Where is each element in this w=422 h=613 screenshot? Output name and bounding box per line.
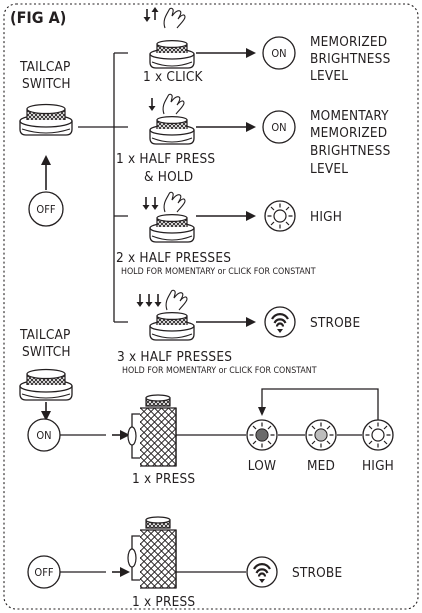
mode-3-note: HOLD FOR MOMENTARY or CLICK FOR CONSTANT [121, 267, 316, 277]
switch-button-icon [149, 311, 195, 341]
level-high-label: HIGH [362, 458, 394, 474]
mode-2-action-line2: & HOLD [144, 169, 193, 185]
strobe-icon [245, 555, 279, 589]
strobe-label: STROBE [292, 565, 342, 581]
on-state-label: ON [36, 429, 51, 442]
mode-2-action: 1 x HALF PRESS [116, 151, 215, 167]
switch-button-icon [149, 213, 195, 243]
branch-ticks [114, 52, 128, 323]
mode-1-result-line2: BRIGHTNESS [310, 51, 391, 67]
mode-1: ON 1 x CLICK MEMORIZED BRIGHTNESS LEVEL [143, 7, 391, 85]
on-icon [262, 110, 296, 144]
mode-2: ON 1 x HALF PRESS & HOLD MOMENTARY MEMOR… [116, 93, 391, 185]
flashlight-side-switch-icon [127, 516, 177, 589]
mode-2-result-line2: MEMORIZED [310, 125, 387, 141]
mode-2-result-line4: LEVEL [310, 161, 348, 177]
mode-2-result-line3: BRIGHTNESS [310, 143, 391, 159]
sun-icon [264, 200, 296, 232]
mode-4: STROBE 3 x HALF PRESSES HOLD FOR MOMENTA… [117, 289, 360, 376]
switch-button-icon [149, 39, 195, 69]
mode-3: HIGH 2 x HALF PRESSES HOLD FOR MOMENTARY… [116, 191, 342, 277]
on-icon [262, 36, 296, 70]
tailcap-label-line1-bottom: TAILCAP [19, 327, 71, 343]
side-press-label-2: 1 x PRESS [132, 594, 195, 610]
level-high-icon [362, 419, 394, 451]
mode-1-result-line1: MEMORIZED [310, 34, 387, 50]
down-arrow-icon [141, 196, 151, 211]
tailcap-switch-icon [19, 103, 73, 136]
svg-text:ON: ON [271, 47, 286, 60]
down-arrow-icon [147, 97, 157, 112]
tailcap-label-line2-bottom: SWITCH [22, 344, 71, 360]
svg-text:ON: ON [271, 121, 286, 134]
mode-4-result: STROBE [310, 315, 360, 331]
mode-1-action: 1 x CLICK [143, 69, 204, 85]
press-hand-icon [162, 93, 185, 115]
down-arrow-icon [153, 293, 163, 308]
switch-button-icon [149, 115, 195, 145]
level-low-label: LOW [248, 458, 276, 474]
level-low-icon [246, 419, 278, 451]
mode-4-note: HOLD FOR MOMENTARY or CLICK FOR CONSTANT [122, 366, 317, 376]
cycle-loop-line [261, 388, 379, 420]
mode-1-result-line3: LEVEL [310, 68, 348, 84]
side-press-label-1: 1 x PRESS [132, 471, 195, 487]
off-state-label-bottom: OFF [34, 566, 53, 579]
mode-3-action: 2 x HALF PRESSES [116, 250, 231, 266]
down-arrow-icon [150, 196, 160, 211]
down-arrow-icon [135, 293, 145, 308]
tailcap-label-line1: TAILCAP [19, 59, 71, 75]
strobe-icon [263, 305, 297, 339]
off-state-circle [28, 191, 64, 227]
level-med-label: MED [307, 458, 335, 474]
figure-title: (FIG A) [10, 8, 66, 27]
level-med-icon [305, 419, 337, 451]
press-hand-icon [165, 289, 188, 311]
press-hand-icon [163, 7, 186, 29]
mode-4-action: 3 x HALF PRESSES [117, 349, 232, 365]
mode-2-result-line1: MOMENTARY [310, 108, 389, 124]
tailcap-label-line2: SWITCH [22, 76, 71, 92]
down-arrow-icon [144, 293, 154, 308]
off-state-label: OFF [36, 203, 55, 216]
press-hand-icon [163, 191, 186, 213]
flashlight-side-switch-icon [127, 394, 177, 467]
tailcap-switch-icon [19, 368, 73, 401]
mode-3-result: HIGH [310, 209, 342, 225]
figure-border [3, 3, 419, 610]
